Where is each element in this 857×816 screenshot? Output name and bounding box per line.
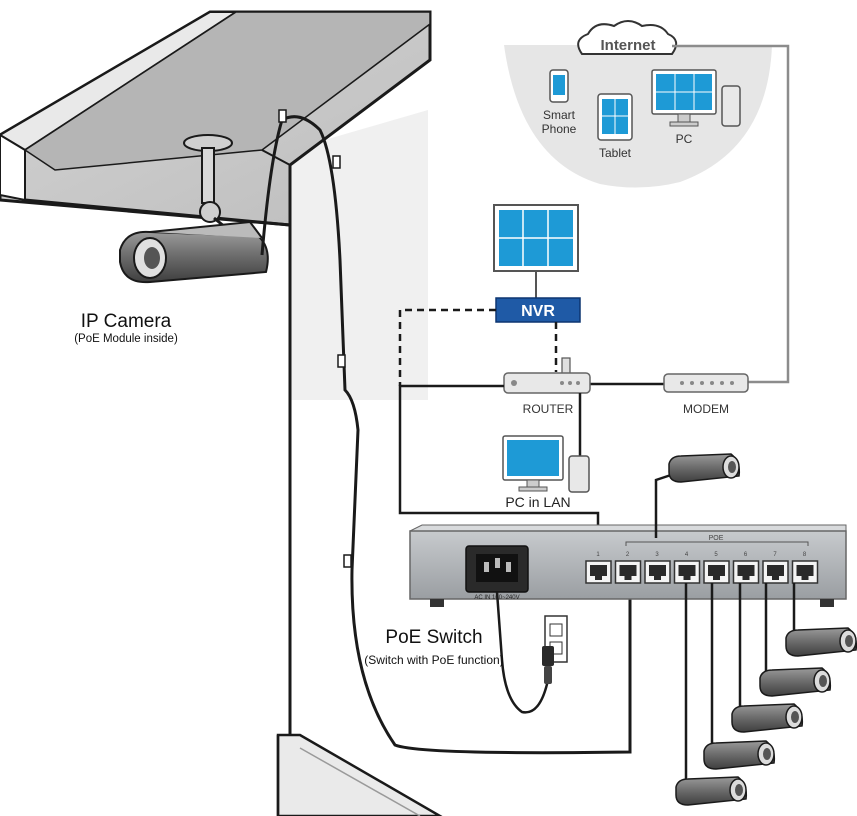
poe-cameras	[654, 453, 857, 806]
modem: MODEM	[663, 373, 749, 416]
ethernet-ports: 1 2 3 4 5 6 7 8	[585, 552, 819, 584]
ethernet-port-8: 8	[791, 552, 819, 584]
switch-power-cable	[495, 591, 550, 714]
nvr-box	[495, 297, 581, 323]
port-number: 2	[626, 552, 630, 558]
port-number: 3	[655, 552, 659, 558]
poe-camera-icon	[703, 740, 776, 770]
pc-label: PC	[676, 132, 693, 146]
ethernet-port-7: 7	[762, 552, 789, 584]
router: ROUTER	[503, 357, 591, 416]
port-number: 8	[803, 552, 807, 558]
nvr-group: NVR	[493, 204, 581, 323]
pc-tower-icon	[721, 85, 741, 127]
ip-camera-subtitle: (PoE Module inside)	[74, 333, 178, 345]
ethernet-port-5: 5	[703, 552, 730, 584]
poe-camera-icon	[731, 703, 804, 733]
ethernet-port-1: 1	[585, 552, 612, 584]
internet-label: Internet	[600, 37, 655, 54]
poe-label: POE	[709, 535, 724, 542]
poe-switch-title: PoE Switch	[385, 627, 482, 648]
nvr-dashed-link-left	[398, 308, 496, 386]
pc-in-lan: PC in LAN	[502, 435, 590, 510]
router-label: ROUTER	[523, 402, 574, 416]
internet-modem-cable	[672, 44, 790, 384]
modem-icon	[663, 373, 749, 393]
port-number: 6	[744, 552, 748, 558]
port-number: 5	[714, 552, 718, 558]
pc-lan-label: PC in LAN	[505, 494, 570, 510]
ethernet-port-2: 2	[614, 552, 642, 584]
router-icon	[503, 372, 591, 394]
internet-area: Internet Smart Phone Tablet PC	[504, 20, 772, 188]
tablet-label: Tablet	[599, 146, 632, 160]
smart-phone-label-1: Smart	[543, 108, 576, 122]
pc-lan-tower-icon	[568, 455, 590, 493]
smart-phone-label-2: Phone	[542, 122, 577, 136]
ethernet-port-3: 3	[644, 552, 671, 584]
port-number: 7	[773, 552, 777, 558]
poe-camera-icon	[785, 627, 857, 657]
router-switch-cable	[398, 384, 600, 538]
lower-ledge	[276, 733, 443, 816]
modem-label: MODEM	[683, 402, 729, 416]
ip-camera-main	[119, 109, 632, 755]
house-structure	[0, 10, 443, 816]
poe-camera-icon	[759, 667, 832, 697]
wall-outlet-icon	[542, 615, 568, 684]
ip-camera-title: IP Camera	[81, 311, 172, 332]
poe-camera-icon	[668, 453, 741, 483]
cloud-icon	[577, 20, 678, 55]
port-number: 4	[685, 552, 689, 558]
poe-camera-icon	[675, 776, 748, 806]
wall	[290, 110, 428, 400]
ethernet-port-6: 6	[732, 552, 760, 584]
poe-switch-subtitle: (Switch with PoE function)	[364, 653, 503, 667]
nvr-label: NVR	[521, 303, 555, 320]
port-number: 1	[596, 552, 600, 558]
